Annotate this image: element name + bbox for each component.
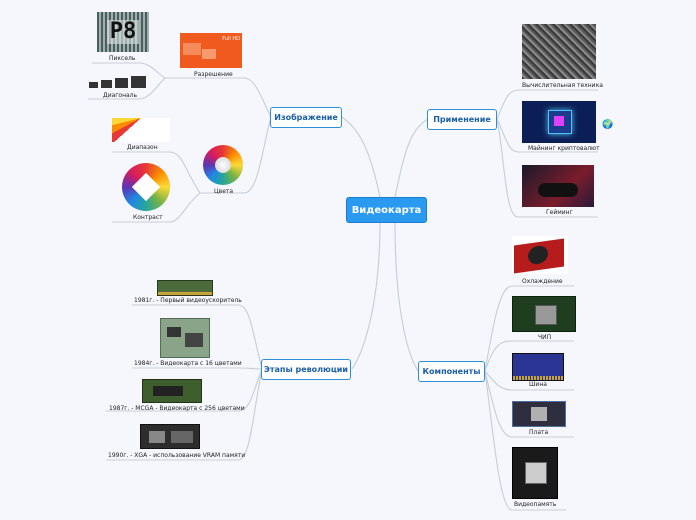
- gaming-label: Гейминг: [546, 209, 573, 216]
- branch-stages[interactable]: Этапы революции: [261, 359, 351, 380]
- resolution-image-text: Full HD: [222, 36, 240, 42]
- stage-1990-label: 1990г. - XGA - использование VRAM памяти: [108, 452, 246, 459]
- bus-image: [512, 353, 564, 381]
- vram-label: Видеопамять: [514, 501, 557, 508]
- branch-apply[interactable]: Применение: [427, 109, 497, 130]
- range-image: [112, 118, 170, 142]
- colors-label: Цвета: [214, 188, 234, 195]
- stage-1987-label: 1987г. - MCGA - Видеокарта с 256 цветами: [109, 405, 245, 412]
- vram-image: [512, 447, 558, 499]
- diagonal-label: Диагональ: [103, 92, 138, 99]
- cooling-label: Охлаждение: [522, 278, 563, 285]
- colors-image: [203, 145, 243, 185]
- stage-1984-image: [160, 318, 210, 358]
- central-node[interactable]: Видеокарта: [346, 197, 427, 223]
- contrast-label: Контраст: [133, 214, 163, 221]
- board-image: [512, 401, 566, 427]
- computing-label: Вычислительная техника: [522, 82, 603, 89]
- resolution-label: Разрешение: [194, 71, 233, 78]
- pixel-image-text: P8: [106, 20, 140, 44]
- mining-label: Майнинг криптовалют: [528, 145, 600, 152]
- stage-1990-image: [140, 424, 200, 449]
- pixel-label: Пиксель: [109, 55, 136, 62]
- chip-image: [512, 296, 576, 332]
- pixel-image: P8: [97, 12, 149, 52]
- chip-label: ЧИП: [538, 334, 552, 341]
- stage-1984-label: 1984г. - Видеокарта с 16 цветами: [134, 360, 242, 367]
- gaming-image: [522, 165, 594, 207]
- resolution-image: Full HD: [180, 33, 242, 68]
- cooling-image: [512, 236, 568, 274]
- stage-1987-image: [142, 379, 202, 403]
- stage-1981-image: [157, 280, 213, 296]
- globe-icon[interactable]: 🌍: [602, 120, 614, 130]
- bus-label: Шина: [529, 381, 547, 388]
- branch-image[interactable]: Изображение: [270, 107, 342, 128]
- mining-image: [522, 101, 596, 143]
- range-label: Диапазон: [127, 144, 158, 151]
- stage-1981-label: 1981г. - Первый видеоускоритель: [134, 297, 242, 304]
- contrast-image: [122, 163, 170, 211]
- branch-components[interactable]: Компоненты: [418, 361, 485, 382]
- computing-image: [522, 24, 596, 79]
- board-label: Плата: [529, 429, 549, 436]
- diagonal-image: [87, 74, 147, 90]
